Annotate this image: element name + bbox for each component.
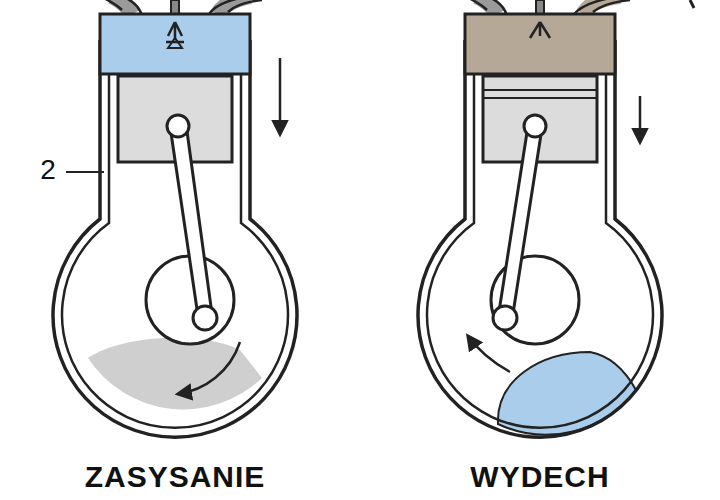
callout-number: 2: [40, 154, 56, 186]
stroke-caption: ZASYSANIE: [85, 460, 266, 494]
intake-cylinder: [53, 0, 297, 437]
exhaust-cylinder: [418, 0, 694, 437]
stroke-caption: WYDECH: [470, 460, 609, 494]
